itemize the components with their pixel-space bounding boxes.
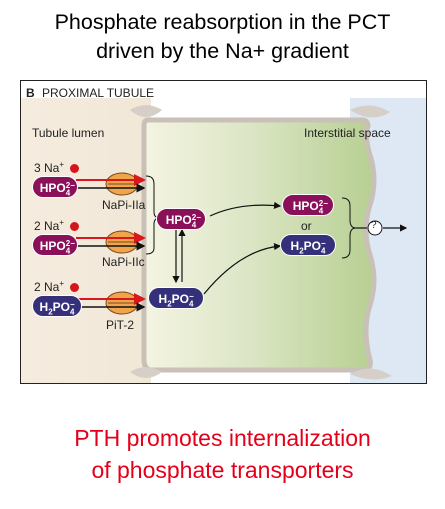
footer-line-1: PTH promotes internalization <box>74 425 371 451</box>
epithelial-cell <box>141 117 377 373</box>
transporter-name-pit-2: PiT-2 <box>106 318 135 332</box>
bottom-junction <box>130 367 162 378</box>
transporter-napi-iic <box>76 230 146 254</box>
slide-title-line-1: Phosphate reabsorption in the PCT <box>54 10 391 34</box>
sodium-label-2: 2 Na+ <box>34 218 65 233</box>
top-junction <box>130 105 162 117</box>
unknown-transporter-label: ? <box>371 220 377 231</box>
interstitial-label: Interstitial space <box>304 126 391 140</box>
sodium-dot-1 <box>70 164 79 173</box>
sodium-dot-2 <box>70 222 79 231</box>
sodium-dot-3 <box>70 283 79 292</box>
bottom-right-junction <box>350 368 392 380</box>
sodium-label-1: 3 Na+ <box>34 160 65 175</box>
sodium-label-3: 2 Na+ <box>34 279 65 294</box>
lumen-label: Tubule lumen <box>32 126 105 140</box>
proximal-tubule-diagram: B PROXIMAL TUBULE Tubule lumen Interstit… <box>20 80 427 384</box>
panel-heading: PROXIMAL TUBULE <box>42 86 155 100</box>
footer-line-2: of phosphate transporters <box>91 457 354 483</box>
or-label: or <box>301 219 312 233</box>
flux-arrow-hpo4 <box>209 201 282 217</box>
transporter-name-napi-iia: NaPi-IIa <box>102 198 146 212</box>
transporter-pit-2 <box>76 291 146 315</box>
h2po4-pill-basolateral: H2PO4− <box>280 234 336 256</box>
transporter-napi-iia <box>76 172 146 196</box>
slide-title-line-2: driven by the Na+ gradient <box>96 39 349 63</box>
flux-arrow-h2po4 <box>203 243 282 295</box>
unknown-transporter-circle <box>367 220 383 236</box>
transporter-name-napi-iic: NaPi-IIc <box>102 255 145 269</box>
h2po4-pill-cell: H2PO4− <box>148 287 204 309</box>
diagram-canvas <box>20 80 427 384</box>
top-right-junction <box>350 105 390 118</box>
panel-letter: B <box>26 86 35 100</box>
h2po4-pill-lumen: H2PO4− <box>32 295 82 317</box>
